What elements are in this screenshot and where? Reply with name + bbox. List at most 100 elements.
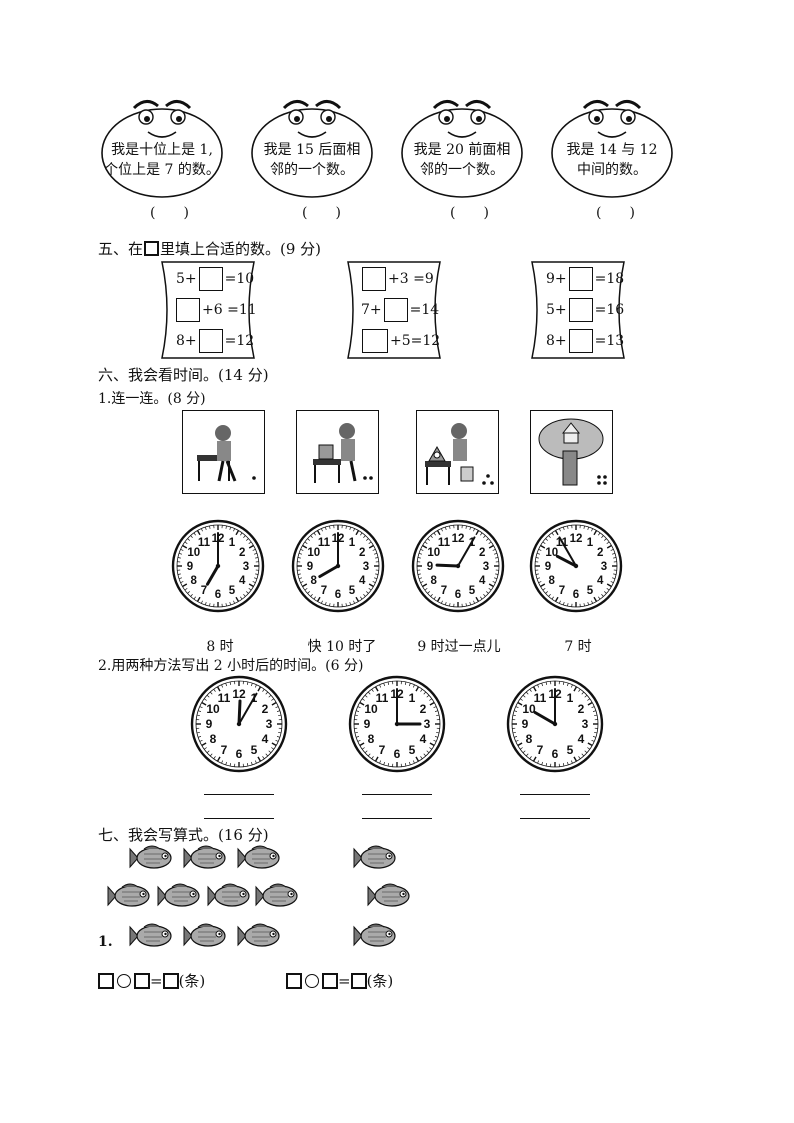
operator-circle[interactable]: [117, 973, 131, 988]
clock-number: 1: [567, 691, 574, 705]
answer-line[interactable]: [362, 794, 432, 795]
answer-box[interactable]: [198, 329, 223, 353]
clock-number: 3: [266, 717, 273, 731]
fish-icon: [207, 883, 250, 907]
clock-number: 6: [455, 589, 461, 601]
clock-number: 2: [262, 702, 269, 716]
answer-box[interactable]: [568, 329, 593, 353]
answer-box[interactable]: [198, 267, 223, 291]
answer-line[interactable]: [520, 818, 590, 819]
answer-box[interactable]: [162, 972, 179, 989]
answer-line[interactable]: [520, 794, 590, 795]
clock-number: 6: [552, 747, 559, 761]
time-label-3: 9 时过一点儿: [417, 639, 501, 655]
eq-1-1: 5+=10: [176, 267, 254, 291]
clock-number: 9: [206, 717, 213, 731]
clock-number: 7: [221, 743, 228, 757]
clock-number: 7: [379, 743, 386, 757]
answer-box[interactable]: [176, 298, 200, 322]
group-1-frame: [161, 261, 255, 359]
scene-dot: [597, 475, 601, 479]
operator-circle[interactable]: [305, 973, 319, 988]
clock-number: 3: [483, 561, 489, 573]
clock-number: 5: [469, 585, 476, 597]
clock-number: 2: [597, 547, 603, 559]
answer-box[interactable]: [568, 267, 593, 291]
time-label-2: 快 10 时了: [307, 639, 377, 655]
clock-number: 8: [191, 575, 198, 587]
face-2-answer[interactable]: ( ): [302, 205, 341, 221]
eq-2-2: 7+=14: [361, 298, 439, 322]
group-2-frame: [347, 261, 441, 359]
clock-number: 4: [479, 575, 486, 587]
clock-number: 6: [335, 589, 341, 601]
time-label-1: 8 时: [206, 639, 234, 655]
group-3-frame: [531, 261, 625, 359]
answer-box[interactable]: [383, 298, 408, 322]
answer-box[interactable]: [568, 298, 593, 322]
section5-title: 五、在 里填上合适的数。(9 分): [98, 238, 321, 259]
fish-icon: [367, 883, 410, 907]
face-1-answer[interactable]: ( ): [150, 205, 189, 221]
clock-number: 12: [232, 687, 246, 701]
scene-dot: [603, 475, 607, 479]
answer-box[interactable]: [322, 972, 338, 989]
clock-number: 8: [526, 732, 533, 746]
scene-dot: [369, 476, 373, 480]
clock-number: 3: [243, 561, 249, 573]
answer-box[interactable]: [362, 329, 388, 353]
clock-number: 9: [522, 717, 529, 731]
boy-at-desk-icon: [197, 425, 237, 482]
hour-hand: [555, 554, 578, 568]
clock-number: 4: [239, 575, 246, 587]
answer-box[interactable]: [134, 972, 150, 989]
clock-number: 8: [431, 575, 438, 587]
boy-packing-bag-icon: [313, 423, 357, 483]
clock-number: 3: [424, 717, 431, 731]
face-4-text: 我是 14 与 12 中间的数。: [552, 140, 672, 180]
clock-number: 7: [441, 585, 447, 597]
hour-hand: [206, 564, 220, 586]
face-2-line2: 邻的一个数。: [270, 162, 354, 178]
clock-number: 12: [570, 533, 583, 545]
clock-number: 4: [578, 732, 585, 746]
clock-number: 4: [597, 575, 604, 587]
clock-number: 6: [215, 589, 221, 601]
answer-line[interactable]: [362, 818, 432, 819]
answer-line[interactable]: [204, 818, 274, 819]
answer-box[interactable]: [362, 267, 386, 291]
clock-number: 7: [537, 743, 544, 757]
answer-line[interactable]: [204, 794, 274, 795]
clock-number: 2: [420, 702, 427, 716]
clock-number: 11: [198, 537, 211, 549]
face-1-line2: 个位上是 7 的数。: [104, 162, 220, 178]
clock-number: 2: [359, 547, 365, 559]
fish-icon: [353, 845, 396, 869]
face-4-line1: 我是 14 与 12: [566, 142, 658, 158]
answer-box[interactable]: [98, 972, 114, 989]
face-4-answer[interactable]: ( ): [596, 205, 635, 221]
clock-number: 3: [601, 561, 607, 573]
clock-number: 10: [427, 547, 440, 559]
clock-number: 10: [364, 702, 378, 716]
face-3-answer[interactable]: ( ): [450, 205, 489, 221]
answer-box[interactable]: [350, 972, 367, 989]
clock-number: 3: [363, 561, 369, 573]
clock-number: 1: [349, 537, 356, 549]
scene-dot: [482, 481, 486, 485]
clock-number: 1: [409, 691, 416, 705]
face-2-line1: 我是 15 后面相: [263, 142, 361, 158]
face-1-text: 我是十位上是 1, 个位上是 7 的数。: [102, 140, 222, 180]
clock-number: 10: [545, 547, 558, 559]
hour-hand: [318, 564, 340, 578]
clock-number: 3: [582, 717, 589, 731]
hour-hand: [533, 711, 557, 726]
formula-2: = (条): [286, 970, 393, 991]
scene-picture-1: [182, 410, 265, 494]
section5-title-a: 五、在: [98, 240, 144, 258]
answer-box[interactable]: [286, 972, 302, 989]
eq-3-1: 9+=18: [546, 267, 624, 291]
scene-dot: [597, 481, 601, 485]
